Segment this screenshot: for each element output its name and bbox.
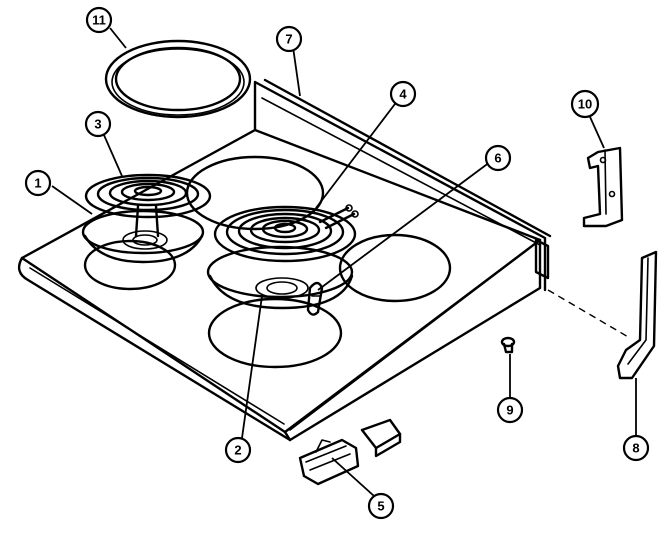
callout-11: 11 xyxy=(85,6,113,34)
callout-9: 9 xyxy=(496,396,524,424)
callout-5-label: 5 xyxy=(377,499,384,514)
callout-8-label: 8 xyxy=(632,441,639,456)
callout-10-label: 10 xyxy=(578,97,592,112)
cooktop-panel xyxy=(17,78,552,442)
callout-2: 2 xyxy=(224,436,252,464)
leader-lines xyxy=(51,27,637,497)
callout-3: 3 xyxy=(84,110,112,138)
callout-7-label: 7 xyxy=(285,32,292,47)
callout-11-label: 11 xyxy=(92,13,106,28)
large-surface-element xyxy=(213,204,359,263)
receptacle-clip xyxy=(306,281,324,316)
callout-1: 1 xyxy=(24,169,52,197)
callout-10: 10 xyxy=(570,89,600,119)
callout-4-label: 4 xyxy=(399,87,407,102)
alignment-line xyxy=(547,289,631,339)
left-drip-pan xyxy=(81,209,205,264)
callout-3-label: 3 xyxy=(94,117,101,132)
callout-6: 6 xyxy=(484,144,512,172)
callout-5: 5 xyxy=(367,492,395,520)
trim-ring xyxy=(104,39,252,119)
terminal-block xyxy=(298,418,402,486)
callout-2-label: 2 xyxy=(234,443,241,458)
screw xyxy=(500,336,516,354)
callout-8: 8 xyxy=(622,434,650,462)
side-trim xyxy=(616,250,658,380)
callout-7: 7 xyxy=(275,25,303,53)
callout-6-label: 6 xyxy=(494,151,501,166)
callout-1-label: 1 xyxy=(34,176,41,191)
callout-9-label: 9 xyxy=(506,403,513,418)
small-surface-element xyxy=(84,173,212,238)
side-bracket xyxy=(582,146,624,228)
callout-4: 4 xyxy=(389,80,417,108)
